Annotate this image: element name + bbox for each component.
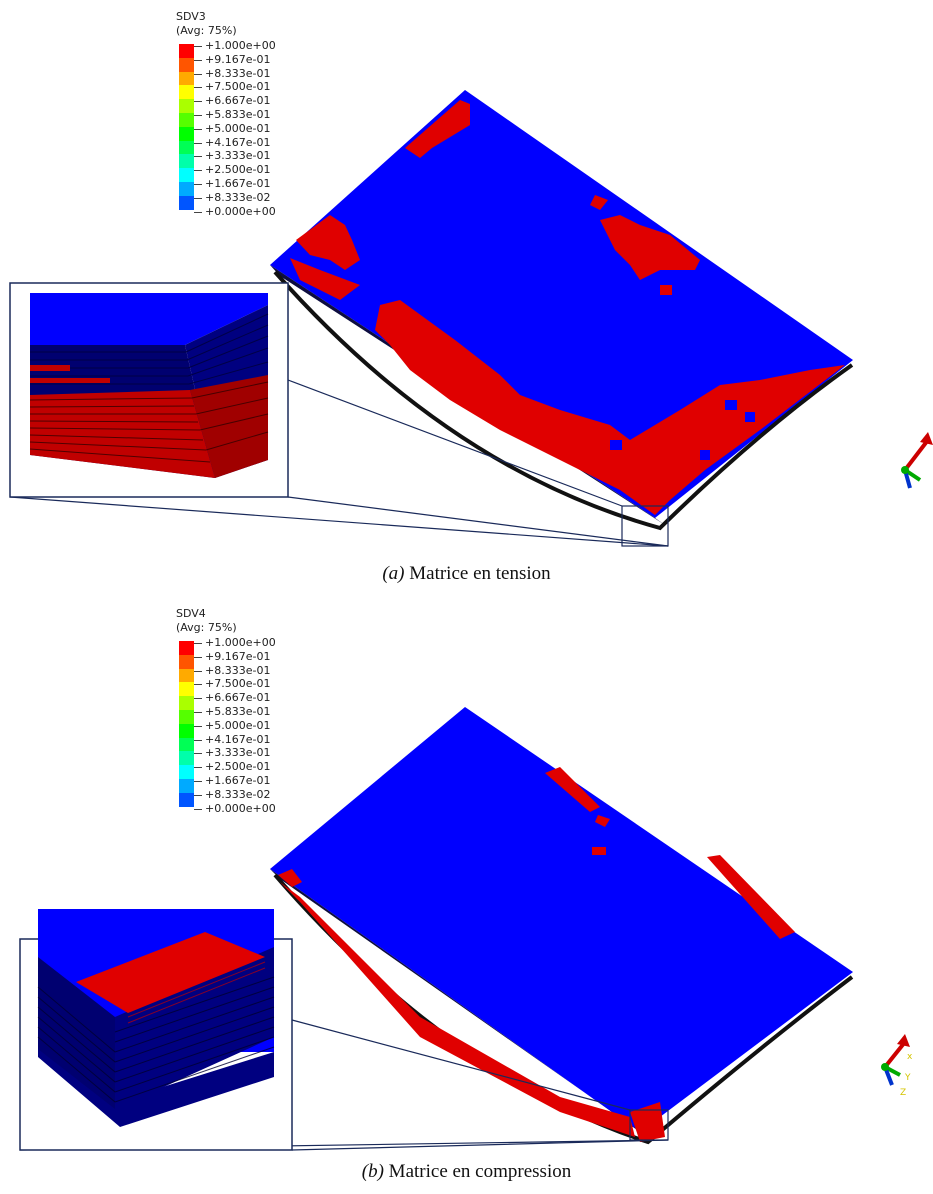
legend-swatch bbox=[179, 71, 194, 86]
legend-variable: SDV4 bbox=[176, 607, 206, 620]
legend-swatch bbox=[179, 751, 194, 766]
caption-a: (a) Matrice en tension bbox=[0, 563, 933, 585]
legend-value: +9.167e-01 bbox=[194, 650, 276, 664]
legend-swatch bbox=[179, 737, 194, 752]
legend-swatch bbox=[179, 57, 194, 72]
legend-swatch bbox=[179, 44, 194, 58]
legend-value: +5.000e-01 bbox=[194, 719, 276, 733]
legend-swatch bbox=[179, 641, 194, 655]
legend-a: SDV3 (Avg: 75%) +1.000e+00+9.167e-01+8.3… bbox=[176, 10, 276, 218]
caption-tag: (b) bbox=[361, 1161, 384, 1182]
legend-swatch bbox=[179, 126, 194, 141]
legend-swatch bbox=[179, 778, 194, 793]
legend-value: +3.333e-01 bbox=[194, 149, 276, 163]
legend-value: +1.667e-01 bbox=[194, 774, 276, 788]
legend-swatch bbox=[179, 682, 194, 697]
legend-value: +0.000e+00 bbox=[194, 204, 276, 218]
panel-matrix-compression: x Y Z SDV4 (Avg: 75%) +1.000e+00+9.167e-… bbox=[0, 597, 933, 1194]
triad-z-label: Z bbox=[900, 1088, 906, 1098]
legend-swatch bbox=[179, 85, 194, 100]
legend-swatch bbox=[179, 99, 194, 113]
contour-plot-b: x Y Z bbox=[19, 707, 913, 1151]
legend-value: +2.500e-01 bbox=[194, 163, 276, 177]
contour-plot-a bbox=[9, 90, 933, 547]
zoom-source-box bbox=[621, 505, 669, 547]
legend-b: SDV4 (Avg: 75%) +1.000e+00+9.167e-01+8.3… bbox=[176, 607, 276, 815]
legend-value: +1.000e+00 bbox=[194, 39, 276, 52]
legend-averaging: (Avg: 75%) bbox=[176, 23, 237, 37]
color-scale-bar bbox=[179, 44, 194, 210]
legend-value: +0.000e+00 bbox=[194, 801, 276, 815]
legend-value: +1.667e-01 bbox=[194, 177, 276, 191]
intact-spots bbox=[610, 400, 755, 460]
legend-swatch bbox=[179, 195, 194, 210]
legend-value: +9.167e-01 bbox=[194, 53, 276, 67]
legend-swatch bbox=[179, 140, 194, 155]
legend-value: +3.333e-01 bbox=[194, 746, 276, 760]
legend-value: +8.333e-01 bbox=[194, 67, 276, 81]
legend-value: +5.833e-01 bbox=[194, 705, 276, 719]
legend-swatch bbox=[179, 168, 194, 182]
legend-swatch bbox=[179, 709, 194, 724]
legend-swatch bbox=[179, 765, 194, 779]
legend-swatch bbox=[179, 654, 194, 669]
panel-matrix-tension: SDV3 (Avg: 75%) +1.000e+00+9.167e-01+8.3… bbox=[0, 10, 933, 585]
legend-value: +5.000e-01 bbox=[194, 122, 276, 136]
legend-labels: +1.000e+00+9.167e-01+8.333e-01+7.500e-01… bbox=[194, 39, 276, 218]
legend-value: +5.833e-01 bbox=[194, 108, 276, 122]
caption-text: Matrice en compression bbox=[383, 1161, 572, 1182]
legend-labels: +1.000e+00+9.167e-01+8.333e-01+7.500e-01… bbox=[194, 636, 276, 815]
legend-value: +8.333e-02 bbox=[194, 191, 276, 205]
triad-y-label: Y bbox=[904, 1073, 911, 1083]
legend-value: +2.500e-01 bbox=[194, 760, 276, 774]
legend-swatch bbox=[179, 181, 194, 196]
axis-triad-a bbox=[901, 432, 933, 489]
legend-swatch bbox=[179, 668, 194, 683]
legend-swatch bbox=[179, 112, 194, 127]
legend-variable: SDV3 bbox=[176, 10, 206, 23]
legend-value: +7.500e-01 bbox=[194, 80, 276, 94]
damage-regions bbox=[290, 100, 845, 515]
legend-value: +7.500e-01 bbox=[194, 677, 276, 691]
damage-regions bbox=[278, 767, 795, 1142]
legend-value: +4.167e-01 bbox=[194, 136, 276, 150]
legend-value: +8.333e-02 bbox=[194, 788, 276, 802]
inset-layered-block bbox=[37, 909, 275, 1127]
legend-swatch bbox=[179, 696, 194, 710]
legend-averaging: (Avg: 75%) bbox=[176, 620, 237, 634]
caption-text: Matrice en tension bbox=[404, 563, 551, 584]
legend-value: +8.333e-01 bbox=[194, 664, 276, 678]
legend-value: +4.167e-01 bbox=[194, 733, 276, 747]
legend-swatch bbox=[179, 154, 194, 169]
triad-x-label: x bbox=[907, 1052, 913, 1062]
legend-value: +6.667e-01 bbox=[194, 691, 276, 705]
plate-top-surface bbox=[270, 707, 853, 1132]
legend-swatch bbox=[179, 792, 194, 807]
caption-b: (b) Matrice en compression bbox=[0, 1161, 933, 1183]
color-scale-bar bbox=[179, 641, 194, 807]
caption-tag: (a) bbox=[382, 563, 405, 584]
legend-swatch bbox=[179, 723, 194, 738]
axis-triad-b: x Y Z bbox=[881, 1034, 913, 1098]
legend-value: +6.667e-01 bbox=[194, 94, 276, 108]
legend-value: +1.000e+00 bbox=[194, 636, 276, 649]
inset-layered-block bbox=[29, 293, 269, 478]
